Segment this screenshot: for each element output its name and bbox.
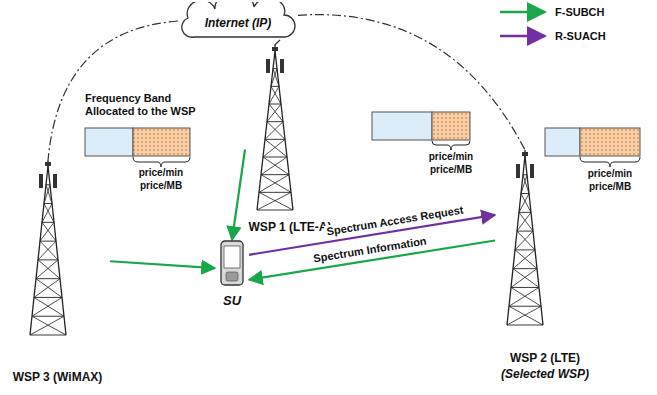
tower-lattice <box>257 45 293 210</box>
arrow-label: Spectrum Access Request <box>324 203 467 239</box>
cloud-node: Internet (IP) <box>178 2 298 40</box>
channel-arrow <box>232 150 245 241</box>
arrow-label: Spectrum Information <box>311 235 430 266</box>
cloud-text: Internet (IP) <box>178 2 298 40</box>
tower-lattice <box>30 160 66 335</box>
price-label: price/MB <box>131 180 191 192</box>
tower-symbol <box>28 160 68 337</box>
price-label: price/MB <box>421 164 481 176</box>
node-sublabel: (Selected WSP) <box>495 366 595 382</box>
tower-node: WSP 2 (LTE)(Selected WSP) <box>495 150 595 382</box>
phone-node: SU <box>215 240 249 318</box>
tower-node: WSP 1 (LTE-A) <box>245 45 335 235</box>
backhaul-link <box>298 15 525 150</box>
cloud-outline <box>182 2 295 37</box>
tower-symbol <box>255 45 295 212</box>
phone-symbol <box>215 240 249 288</box>
price-label: price/min <box>580 168 640 180</box>
node-label: WSP 1 (LTE-A) <box>245 219 335 235</box>
tower-lattice <box>507 150 543 325</box>
price-label: price/min <box>131 167 191 179</box>
phone-caption: SU <box>215 292 249 309</box>
legend-arrow <box>500 35 545 38</box>
channel-arrow <box>110 261 215 268</box>
frequency-band <box>372 112 470 150</box>
tower-caption: WSP 2 (LTE)(Selected WSP) <box>495 350 595 382</box>
legend-text: R-SUACH <box>555 29 606 43</box>
band-note: Frequency Band Allocated to the WSP <box>85 92 217 118</box>
node-label: WSP 2 (LTE) <box>495 350 595 366</box>
price-label: price/min <box>421 151 481 163</box>
tower-caption: WSP 3 (WiMAX) <box>5 369 110 385</box>
frequency-band <box>545 128 640 167</box>
frequency-band <box>85 128 190 167</box>
node-label: Internet (IP) <box>205 15 272 31</box>
backhaul-link <box>275 40 280 45</box>
node-label: SU <box>215 292 249 309</box>
legend-text: F-SUBCH <box>555 5 605 19</box>
tower-node: WSP 3 (WiMAX) <box>5 160 110 385</box>
tower-symbol <box>505 150 545 327</box>
legend-arrow <box>500 11 545 14</box>
price-label: price/MB <box>580 181 640 193</box>
tower-caption: WSP 1 (LTE-A) <box>245 219 335 235</box>
node-label: WSP 3 (WiMAX) <box>5 369 110 385</box>
backhaul-link <box>48 21 178 160</box>
